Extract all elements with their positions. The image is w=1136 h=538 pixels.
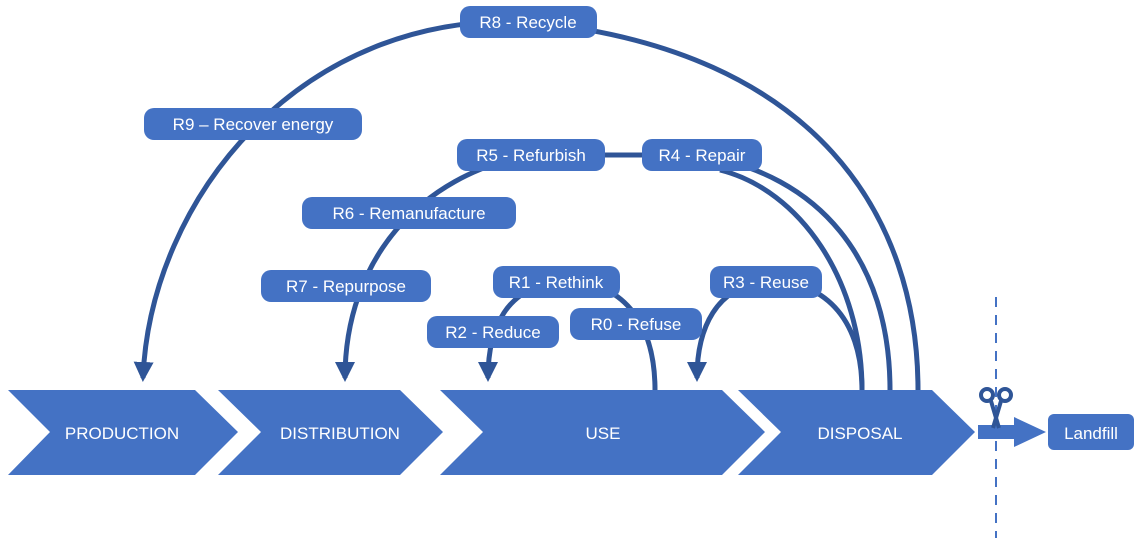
strategy-r5-refurbish: R5 - Refurbish: [457, 139, 605, 171]
strategy-r1-label: R1 - Rethink: [509, 273, 604, 292]
strategy-r0-refuse: R0 - Refuse: [570, 308, 702, 340]
stage-production-chevron: [8, 390, 238, 475]
stage-distribution-label: DISTRIBUTION: [280, 424, 400, 443]
strategy-r2-label: R2 - Reduce: [445, 323, 540, 342]
scissors-icon: [979, 387, 1013, 429]
strategy-r7-label: R7 - Repurpose: [286, 277, 406, 296]
strategy-r6-remanufacture: R6 - Remanufacture: [302, 197, 516, 229]
strategy-r4-repair: R4 - Repair: [642, 139, 762, 171]
stage-labels: PRODUCTION DISTRIBUTION USE DISPOSAL: [65, 424, 903, 443]
stage-disposal-label: DISPOSAL: [817, 424, 902, 443]
process-chain: [8, 390, 975, 475]
landfill-box: [1048, 414, 1134, 450]
strategy-r0-label: R0 - Refuse: [591, 315, 682, 334]
stage-distribution-chevron: [218, 390, 443, 475]
strategy-r3-reuse: R3 - Reuse: [710, 266, 822, 298]
strategy-r9-label: R9 – Recover energy: [173, 115, 334, 134]
strategy-r1-rethink: R1 - Rethink: [493, 266, 620, 298]
stage-production-label: PRODUCTION: [65, 424, 179, 443]
strategy-labels: R8 - Recycle R9 – Recover energy R5 - Re…: [144, 6, 822, 348]
stage-use-chevron: [440, 390, 765, 475]
strategy-r4-label: R4 - Repair: [659, 146, 746, 165]
landfill-label: Landfill: [1064, 424, 1118, 443]
strategy-r7-repurpose: R7 - Repurpose: [261, 270, 431, 302]
stage-use-label: USE: [586, 424, 621, 443]
strategy-r3-label: R3 - Reuse: [723, 273, 809, 292]
strategy-r9-recover-energy: R9 – Recover energy: [144, 108, 362, 140]
strategy-r8-recycle: R8 - Recycle: [460, 6, 597, 38]
strategy-r8-label: R8 - Recycle: [479, 13, 576, 32]
arc-r3-reuse: [687, 279, 865, 391]
strategy-r6-label: R6 - Remanufacture: [332, 204, 485, 223]
strategy-r5-label: R5 - Refurbish: [476, 146, 586, 165]
strategy-r2-reduce: R2 - Reduce: [427, 316, 559, 348]
stage-disposal-chevron: [738, 390, 975, 475]
landfill-arrow: [978, 417, 1046, 447]
